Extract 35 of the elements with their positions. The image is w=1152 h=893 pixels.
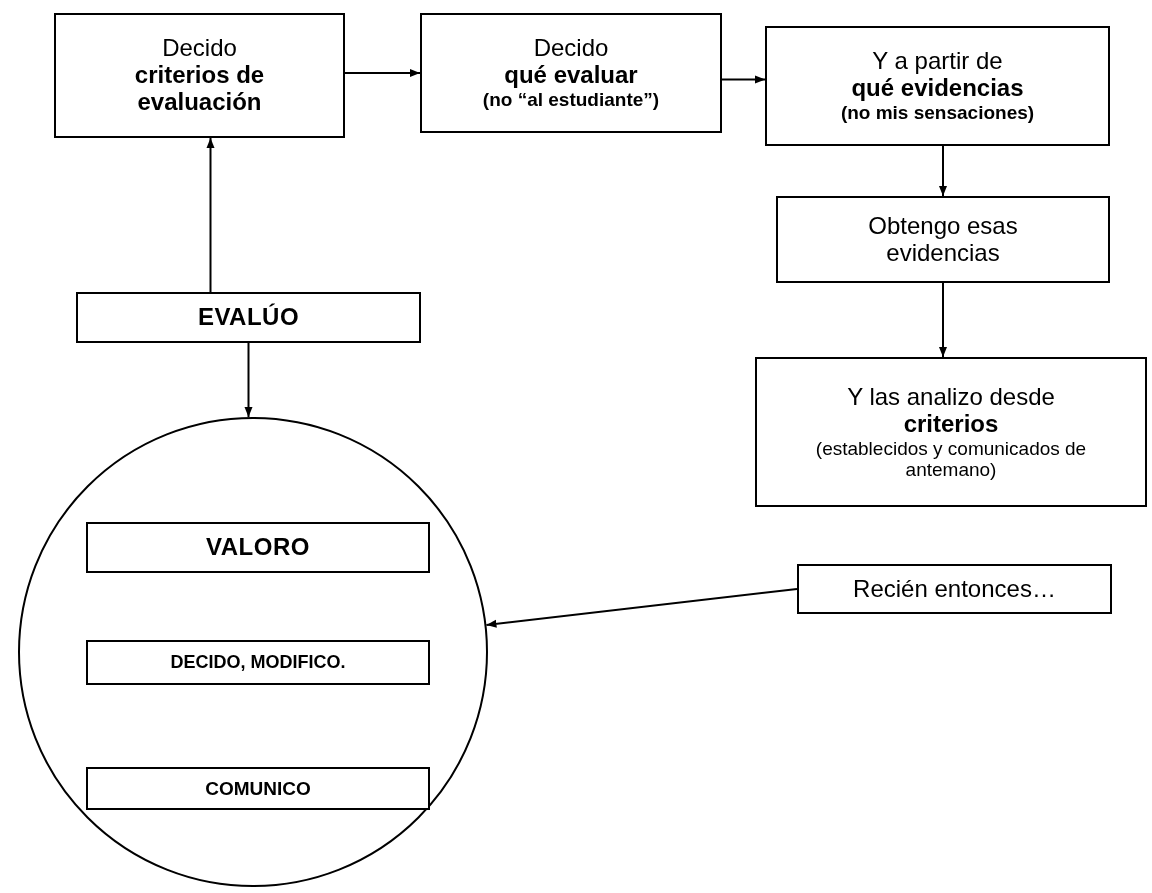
- text-box: [797, 564, 1112, 614]
- text-box: [86, 640, 430, 685]
- circle-frame: [18, 417, 488, 887]
- arrow: [206, 137, 215, 293]
- arrow: [939, 145, 947, 197]
- box-text: Decido: [162, 35, 237, 63]
- arrow: [721, 75, 766, 84]
- arrow: [244, 342, 253, 419]
- box-text: EVALÚO: [197, 304, 300, 331]
- box-text: Y a partir de: [872, 48, 1003, 76]
- text-box: [776, 196, 1110, 283]
- box-text: (establecidos y comunicados de antemano): [814, 437, 1088, 481]
- box-text: Obtengo esas evidencias: [867, 212, 1019, 267]
- box-text: criterios: [903, 410, 999, 438]
- text-box: [54, 13, 345, 138]
- box-text: (no “al estudiante”): [482, 89, 660, 111]
- text-box: [755, 357, 1147, 507]
- text-box: [420, 13, 722, 133]
- box-text: qué evaluar: [504, 62, 638, 90]
- text-box: [86, 522, 430, 573]
- text-box: [76, 292, 421, 343]
- arrow: [344, 69, 421, 77]
- box-text: Recién entonces…: [853, 575, 1056, 603]
- box-text: qué evidencias: [851, 75, 1024, 103]
- box-text: VALORO: [206, 534, 310, 561]
- box-text: (no mis sensaciones): [840, 102, 1035, 124]
- arrow: [485, 588, 798, 628]
- text-box: [765, 26, 1110, 146]
- arrow: [939, 282, 947, 358]
- box-text: Y las analizo desde: [847, 383, 1055, 411]
- box-text: criterios de evaluación: [133, 62, 266, 116]
- box-text: COMUNICO: [205, 777, 311, 800]
- box-text: Decido: [533, 35, 609, 63]
- box-text: DECIDO, MODIFICO.: [170, 652, 346, 673]
- text-box: [86, 767, 430, 810]
